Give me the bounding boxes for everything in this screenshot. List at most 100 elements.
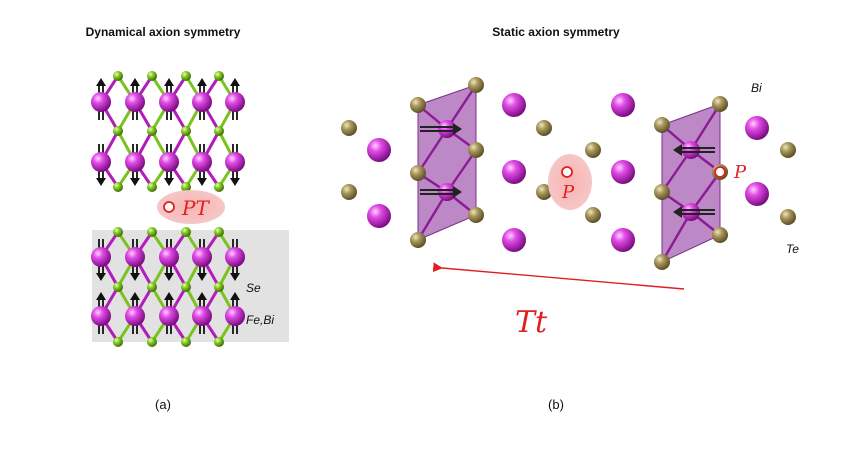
spin-left-arrow-icon	[673, 206, 682, 218]
bond	[416, 190, 449, 242]
bismuth-atom	[682, 141, 700, 159]
selenium-atom	[113, 337, 123, 347]
bond	[689, 102, 722, 152]
spin-down-arrow-icon	[230, 273, 240, 281]
iron-bismuth-atom	[91, 247, 111, 267]
selenium-atom	[147, 182, 157, 192]
spin-left-arrow-icon	[673, 144, 682, 156]
tellurium-atom	[585, 207, 601, 223]
pt-symmetry-label: PT	[181, 196, 210, 220]
tellurium-atom	[341, 184, 357, 200]
tellurium-atom	[712, 227, 728, 243]
tellurium-atom	[410, 232, 426, 248]
spin-down-arrow-icon	[130, 273, 140, 281]
static-axion-crystal	[341, 77, 796, 270]
iron-bismuth-atom	[159, 92, 179, 112]
element-label-febi: Fe,Bi	[246, 313, 274, 327]
tellurium-atom	[468, 77, 484, 93]
bismuth-atom	[367, 138, 391, 162]
time-reversal-translation-label: Tt	[515, 305, 548, 340]
selenium-atom	[214, 337, 224, 347]
bismuth-atom	[367, 204, 391, 228]
selenium-atom	[147, 282, 157, 292]
selenium-atom	[181, 71, 191, 81]
tellurium-atom	[341, 120, 357, 136]
selenium-atom	[181, 227, 191, 237]
iron-bismuth-atom	[225, 247, 245, 267]
selenium-atom	[214, 71, 224, 81]
tellurium-atom	[654, 254, 670, 270]
selenium-atom	[113, 71, 123, 81]
selenium-atom	[214, 126, 224, 136]
spin-down-arrow-icon	[197, 178, 207, 186]
spin-down-arrow-icon	[96, 273, 106, 281]
iron-bismuth-atom	[225, 92, 245, 112]
p-symmetry-label-center: P	[561, 182, 575, 203]
bismuth-atom	[611, 228, 635, 252]
iron-bismuth-atom	[125, 152, 145, 172]
tellurium-atom	[536, 184, 552, 200]
iron-bismuth-atom	[192, 306, 212, 326]
spin-down-arrow-icon	[130, 178, 140, 186]
spin-down-arrow-icon	[164, 273, 174, 281]
tellurium-atom	[780, 209, 796, 225]
selenium-atom	[214, 182, 224, 192]
selenium-atom	[181, 337, 191, 347]
spin-up-arrow-icon	[230, 292, 240, 300]
pt-symmetry-halo	[157, 190, 225, 224]
p-symmetry-halo	[548, 154, 592, 210]
spin-down-arrow-icon	[164, 178, 174, 186]
selenium-atom	[113, 227, 123, 237]
bismuth-atom	[502, 228, 526, 252]
element-label-te: Te	[786, 242, 799, 256]
spin-up-arrow-icon	[197, 292, 207, 300]
tellurium-atom	[410, 97, 426, 113]
spin-down-arrow-icon	[197, 273, 207, 281]
selenium-atom	[181, 182, 191, 192]
selenium-atom	[181, 282, 191, 292]
tellurium-atom	[536, 120, 552, 136]
selenium-atom	[113, 182, 123, 192]
tellurium-atom	[654, 184, 670, 200]
selenium-atom	[147, 337, 157, 347]
selenium-atom	[113, 126, 123, 136]
iron-bismuth-atom	[91, 92, 111, 112]
spin-up-arrow-icon	[197, 78, 207, 86]
iron-bismuth-atom	[192, 92, 212, 112]
spin-up-arrow-icon	[130, 78, 140, 86]
iron-bismuth-atom	[159, 152, 179, 172]
tellurium-atom	[468, 207, 484, 223]
spin-up-arrow-icon	[130, 292, 140, 300]
bismuth-atom	[438, 120, 456, 138]
bismuth-atom	[745, 116, 769, 140]
spin-up-arrow-icon	[164, 292, 174, 300]
spin-up-arrow-icon	[164, 78, 174, 86]
selenium-atom	[147, 126, 157, 136]
spin-up-arrow-icon	[96, 78, 106, 86]
inversion-center-marker-right	[714, 166, 726, 178]
selenium-atom	[147, 71, 157, 81]
tellurium-atom	[712, 96, 728, 112]
bismuth-atom	[438, 183, 456, 201]
translation-arrow	[432, 262, 685, 290]
tellurium-atom	[410, 165, 426, 181]
panel-b-title: Static axion symmetry	[492, 25, 620, 39]
bismuth-atom	[611, 160, 635, 184]
spin-up-arrow-icon	[96, 292, 106, 300]
iron-bismuth-atom	[91, 152, 111, 172]
tellurium-atom	[585, 142, 601, 158]
iron-bismuth-atom	[192, 247, 212, 267]
bismuth-atom	[682, 203, 700, 221]
inversion-center-marker-center	[561, 166, 573, 178]
selenium-atom	[214, 227, 224, 237]
iron-bismuth-atom	[225, 152, 245, 172]
spin-down-arrow-icon	[96, 178, 106, 186]
bismuth-atom	[745, 182, 769, 206]
tellurium-atom	[780, 142, 796, 158]
spin-right-arrow-icon	[453, 123, 462, 135]
spin-right-arrow-icon	[453, 186, 462, 198]
tellurium-atom	[654, 117, 670, 133]
panel-a-caption: (a)	[155, 397, 171, 412]
iron-bismuth-atom	[125, 306, 145, 326]
